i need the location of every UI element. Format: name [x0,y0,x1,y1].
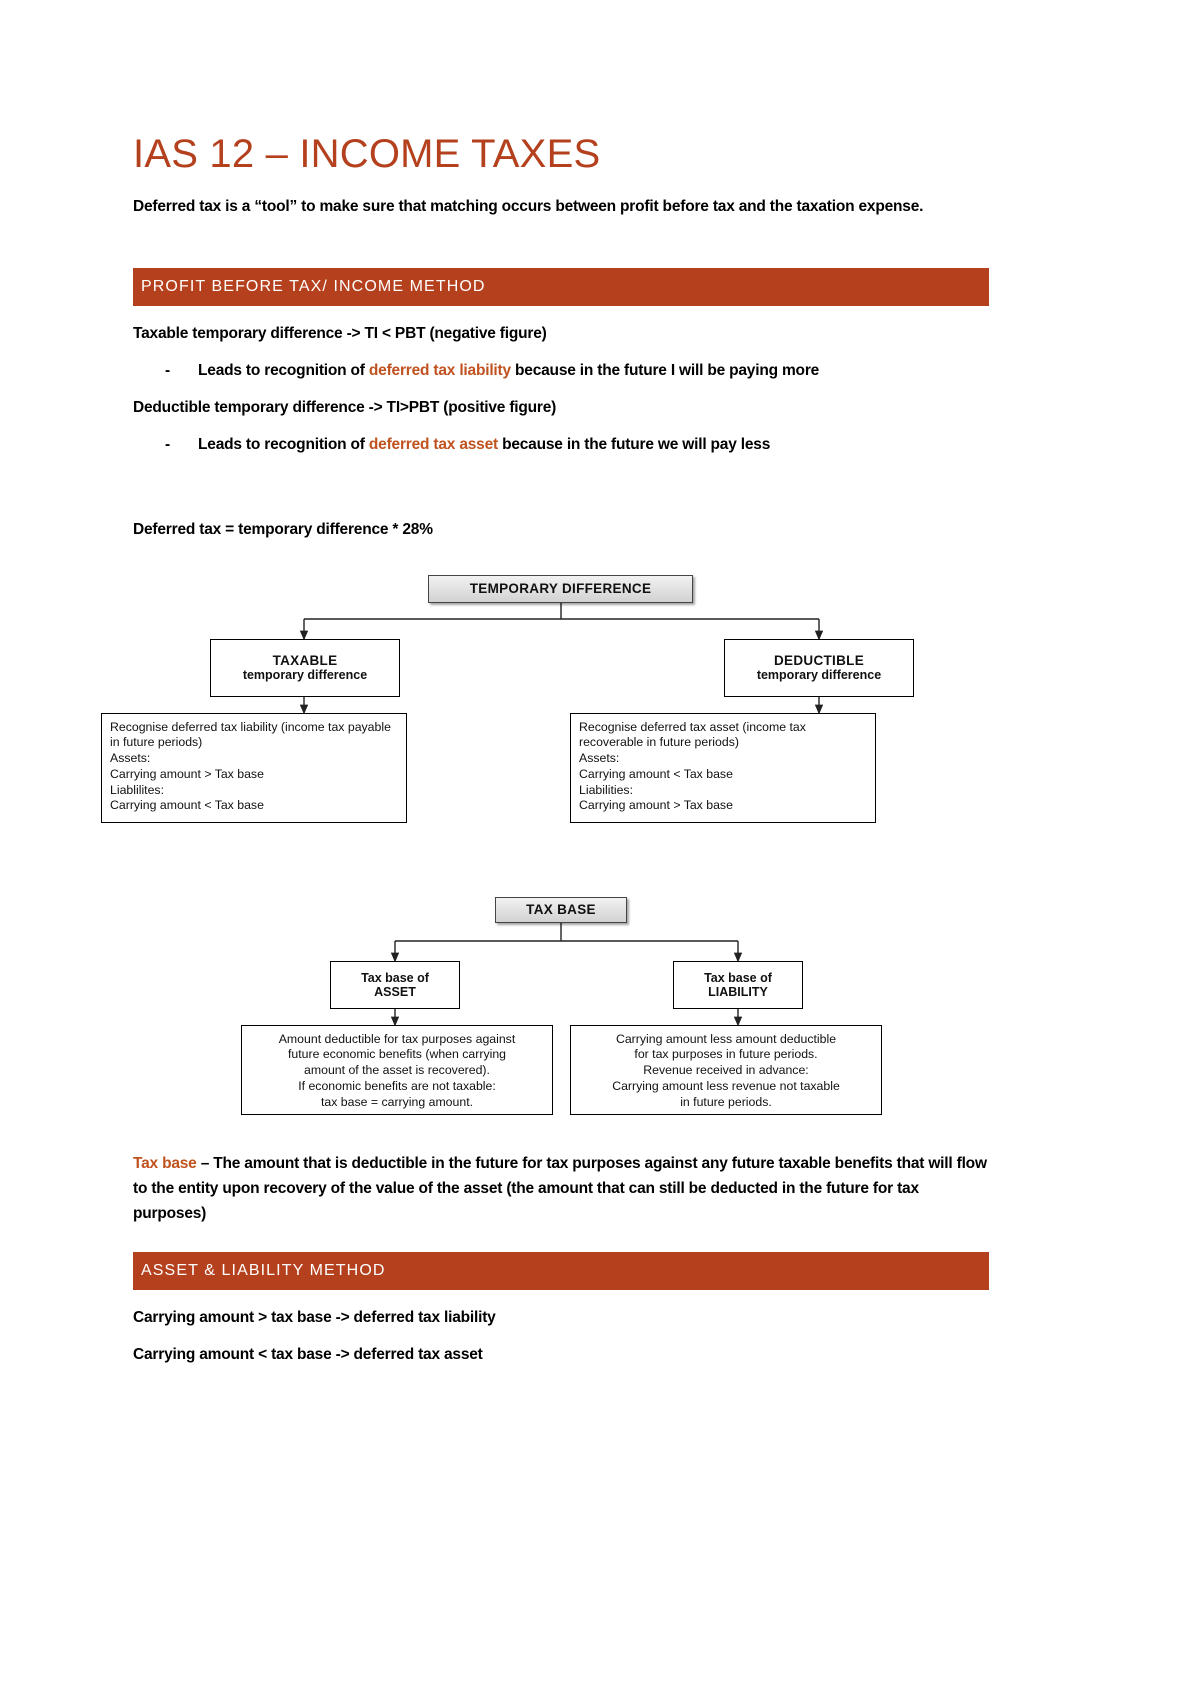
d1-left-line4: Liablilites: [110,782,164,797]
diagram2-connectors [390,922,743,1026]
diagram2-liability-box: Tax base of LIABILITY [673,960,803,1009]
d2-left-line5: tax base = carrying amount. [320,1094,474,1109]
diagram2-asset-box: Tax base of ASSET [330,960,460,1009]
d2-left-line3: amount of the asset is recovered). [304,1063,490,1078]
bullet-deferred-tax-liability: - Leads to recognition of deferred tax li… [133,362,989,380]
bullet1-post: because in the future I will be paying m… [510,361,820,379]
diagram1-taxable-detail-box: Recognise deferred tax liability (income… [101,712,407,823]
intro-paragraph: Deferred tax is a “tool” to make sure th… [133,198,924,215]
tax-base-text: – The amount that is deductible in the f… [133,1154,987,1222]
carrying-gt-taxbase-line: Carrying amount > tax base -> deferred t… [133,1308,496,1326]
d2-right-line1: Carrying amount less amount deductible [615,1031,837,1046]
temporary-difference-diagram: TEMPORARY DIFFERENCE TAXABLE temporary d… [101,561,989,861]
bullet-dash-icon: - [165,361,170,379]
taxable-temp-difference-line: Taxable temporary difference -> TI < PBT… [133,324,547,342]
d1-right-line4: Liabilities: [579,782,633,797]
bullet1-accent: deferred tax liability [368,361,511,379]
d1-left-line3: Carrying amount > Tax base [110,766,264,781]
d2-left-line1: Amount deductible for tax purposes again… [278,1031,516,1046]
d1-left-line5: Carrying amount < Tax base [110,798,264,813]
diagram2-root-box: TAX BASE [495,896,627,923]
document-content: IAS 12 – INCOME TAXES Deferred tax is a … [101,0,989,1364]
diagram2-liability-detail-box: Carrying amount less amount deductible f… [570,1024,882,1115]
diagram1-connectors [299,600,824,714]
spacer [133,454,989,502]
diagram1-deductible-box: DEDUCTIBLE temporary difference [724,638,914,697]
bullet-deferred-tax-asset: - Leads to recognition of deferred tax as… [133,436,989,454]
d2-left-line4: If economic benefits are not taxable: [298,1078,496,1093]
diagram1-taxable-box: TAXABLE temporary difference [210,638,400,697]
d1-right-line5: Carrying amount > Tax base [579,798,733,813]
bullet-dash-icon: - [165,435,170,453]
d1-right-line1: Recognise deferred tax asset (income tax… [579,719,806,750]
deferred-tax-formula: Deferred tax = temporary difference * 28… [133,520,433,538]
tax-base-definition: Tax base – The amount that is deductible… [133,1151,989,1226]
section-heading-profit-before-tax: PROFIT BEFORE TAX/ INCOME METHOD [133,267,989,306]
deductible-temp-difference-line: Deductible temporary difference -> TI>PB… [133,398,557,416]
d1-left-line2: Assets: [110,751,151,766]
page-title: IAS 12 – INCOME TAXES [133,132,601,176]
tax-base-term: Tax base [133,1154,197,1172]
bullet1-pre: Leads to recognition of [198,361,369,379]
d1-left-line1: Recognise deferred tax liability (income… [110,719,391,750]
tax-base-diagram: TAX BASE Tax base of ASSET Tax base of L… [133,887,989,1137]
diagram1-deductible-detail-box: Recognise deferred tax asset (income tax… [570,712,876,823]
bullet2-post: because in the future we will pay less [497,435,771,453]
diagram2-asset-detail-box: Amount deductible for tax purposes again… [241,1024,553,1115]
carrying-lt-taxbase-line: Carrying amount < tax base -> deferred t… [133,1345,483,1363]
bullet2-accent: deferred tax asset [368,435,498,453]
bullet2-pre: Leads to recognition of [198,435,369,453]
d1-right-line2: Assets: [579,751,620,766]
d2-right-line4: Carrying amount less revenue not taxable [612,1078,840,1093]
d2-right-line5: in future periods. [680,1094,772,1109]
d2-right-line2: for tax purposes in future periods. [634,1047,818,1062]
d2-right-line3: Revenue received in advance: [643,1063,809,1078]
d1-right-line3: Carrying amount < Tax base [579,766,733,781]
diagram1-root-box: TEMPORARY DIFFERENCE [428,574,693,603]
d2-left-line2: future economic benefits (when carrying [287,1047,507,1062]
section-heading-asset-liability-method: ASSET & LIABILITY METHOD [133,1251,989,1290]
